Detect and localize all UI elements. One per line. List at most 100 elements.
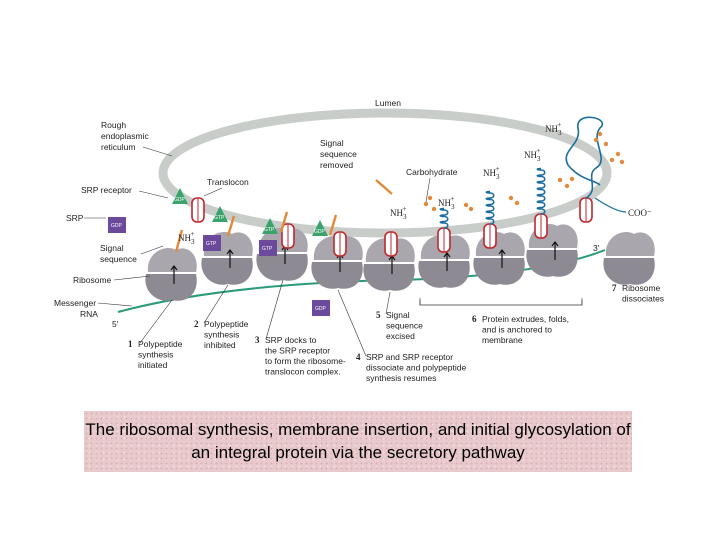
step-text-line: synthesis resumes <box>366 373 436 383</box>
signal-sequence-3 <box>279 211 289 233</box>
ribosome-8 <box>526 224 578 277</box>
step-text-line: and is anchored to <box>482 325 552 335</box>
srp-nucleotide: GDP <box>315 306 327 312</box>
step-text-line: dissociates <box>622 294 664 304</box>
signal-removed-label-1: Signal <box>320 138 344 148</box>
ribosome-group <box>145 224 655 301</box>
step-number: 5 <box>376 310 381 320</box>
er-membrane <box>158 108 612 238</box>
ribosome-leader <box>113 275 151 281</box>
translocon-8 <box>579 197 593 223</box>
caption-text: The ribosomal synthesis, membrane insert… <box>85 420 631 462</box>
signal-sequence-2 <box>226 215 236 237</box>
step-text-line: the SRP receptor <box>265 346 330 356</box>
srp-nucleotide: GDP <box>111 223 123 229</box>
protein-chain-step6b <box>485 190 495 225</box>
polypeptide-arrow <box>170 265 178 284</box>
nh3-label-6: NH3+ <box>545 121 562 137</box>
ribosome-small-subunit <box>363 264 415 291</box>
signal-removed-label-3: removed <box>320 160 353 170</box>
three-prime-label: 3′ <box>593 243 600 253</box>
srp-receptor-nucleotide: GTP <box>264 227 275 233</box>
mrna-label-2: RNA <box>80 309 98 319</box>
carbohydrate-dot <box>619 159 625 165</box>
ribosome-large-subunit <box>147 248 197 272</box>
nh3-label-3: NH3+ <box>438 195 455 211</box>
ribosome-large-subunit <box>605 232 655 256</box>
signal-sequence-leader <box>140 245 164 255</box>
nh3-label-4: NH3+ <box>483 165 500 181</box>
step-number: 3 <box>255 335 260 345</box>
step-text-line: Polypeptide <box>204 319 249 329</box>
step-number: 6 <box>472 314 477 324</box>
translocon-1 <box>191 197 205 223</box>
ribosome-small-subunit <box>256 254 308 281</box>
step-text-line: Ribosome <box>622 283 661 293</box>
step-text-line: synthesis <box>138 350 173 360</box>
step-text-line: SRP and SRP receptor <box>366 352 453 362</box>
carbohydrate-dot <box>603 141 609 147</box>
srp-receptor-4 <box>312 220 328 236</box>
polypeptide-arrow <box>498 249 506 268</box>
ribosome-7 <box>473 232 525 285</box>
coo-label: COO⁻ <box>628 208 652 218</box>
translocon-3 <box>333 231 347 257</box>
srp-particle-3 <box>259 240 277 256</box>
signal-sequence-5 <box>375 179 393 195</box>
ribosome-small-subunit <box>418 261 470 288</box>
srp-particle-2 <box>203 235 221 251</box>
translocon-2 <box>281 223 295 249</box>
step-text-line: Polypeptide <box>138 339 183 349</box>
ribosome-small-subunit <box>526 250 578 277</box>
polypeptide-arrow <box>443 252 451 271</box>
ribosome-small-subunit <box>603 258 655 285</box>
step-6-bracket <box>419 300 583 306</box>
carbohydrate-dot <box>508 195 514 201</box>
lumen-label: Lumen <box>375 98 401 108</box>
protein-chain-step6a <box>439 207 449 229</box>
nh3-label-5: NH3+ <box>524 147 541 163</box>
ribosome-small-subunit <box>201 258 253 285</box>
srp-nucleotide: GTP <box>262 246 273 252</box>
srp-receptor-2 <box>212 206 228 222</box>
carbohydrate-dot <box>569 176 575 182</box>
carbohydrate-dot <box>423 201 429 207</box>
step-number: 1 <box>128 339 133 349</box>
protein-chain-folded <box>565 116 604 199</box>
rough-er-label-1: Rough <box>101 120 126 130</box>
srp-particle-4 <box>312 300 330 316</box>
polypeptide-arrow <box>226 249 234 268</box>
srp-receptor-nucleotide: GTP <box>214 215 225 221</box>
translocon-5 <box>437 227 451 253</box>
rough-er-label-2: endoplasmic <box>101 131 149 141</box>
srp-receptor-nucleotide: GDP <box>314 229 326 235</box>
carbohydrate-leader <box>425 177 431 203</box>
step-text-line: Signal <box>386 310 410 320</box>
mrna-leader <box>97 302 133 307</box>
ribosome-9 <box>603 232 655 285</box>
protein-c-terminus <box>594 197 627 213</box>
step-text-line: membrane <box>482 335 523 345</box>
protein-chain-step6c <box>536 167 546 215</box>
mrna-label-1: Messenger <box>54 298 96 308</box>
five-prime-label: 5′ <box>112 319 119 329</box>
ribosome-small-subunit <box>145 274 197 301</box>
signal-removed-label-2: sequence <box>320 149 357 159</box>
step-text-line: translocon complex. <box>265 367 341 377</box>
srp-label: SRP <box>66 213 84 223</box>
srp-receptor-3 <box>262 218 278 234</box>
srp-receptor-nucleotide: GDP <box>174 197 186 203</box>
step-leader-line <box>337 289 367 357</box>
signal-sequence-4 <box>328 214 338 236</box>
carbohydrate-dot <box>463 202 469 208</box>
step-text-line: SRP docks to <box>265 335 317 345</box>
translocon-4 <box>384 231 398 257</box>
carbohydrate-dot <box>615 151 621 157</box>
ribosome-small-subunit <box>311 262 363 289</box>
nh3-label-2: NH3+ <box>390 205 407 221</box>
step-text-line: to form the ribosome- <box>265 356 346 366</box>
